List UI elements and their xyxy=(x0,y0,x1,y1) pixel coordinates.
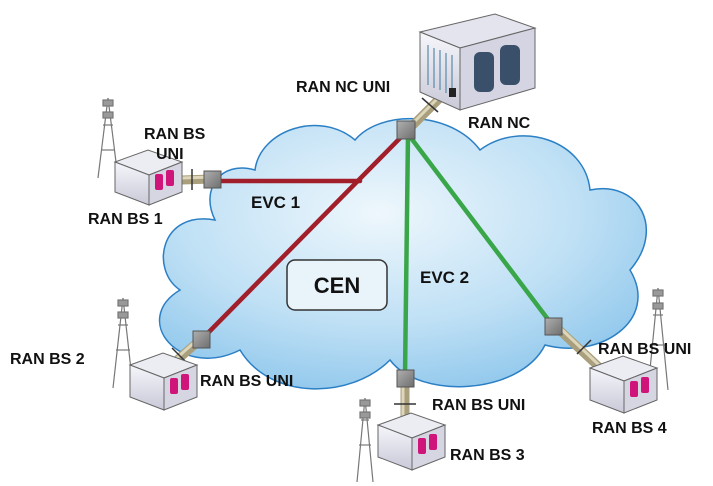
base-station-icon xyxy=(376,412,447,471)
base-station-icon xyxy=(113,149,184,206)
base-station-icon xyxy=(588,355,659,414)
evc1-lines xyxy=(200,127,411,341)
uni-port-icon xyxy=(396,369,415,388)
base-station-icon xyxy=(128,352,199,411)
bs1-uni-label-line1: RAN BS xyxy=(144,126,206,143)
bs1-uni-label-line2: UNI xyxy=(156,146,184,163)
uni-port-icon xyxy=(203,170,222,189)
network-controller-icon xyxy=(418,13,537,111)
bs4-uni-label: RAN BS UNI xyxy=(598,341,691,358)
cell-tower-icon xyxy=(356,397,374,483)
evc2-lines xyxy=(402,131,556,379)
bs3-uni-label: RAN BS UNI xyxy=(432,397,525,414)
uni-ports xyxy=(192,120,563,388)
bs2-name-label: RAN BS 2 xyxy=(10,351,85,368)
bs2-uni-label: RAN BS UNI xyxy=(200,373,293,390)
nc-name-label: RAN NC xyxy=(468,115,531,132)
uni-port-icon xyxy=(192,330,211,349)
evc1-label: EVC 1 xyxy=(251,193,300,212)
cen-box xyxy=(286,259,388,311)
nc-uni-label: RAN NC UNI xyxy=(296,79,390,96)
bs3-name-label: RAN BS 3 xyxy=(450,447,525,464)
uni-port-icon xyxy=(544,317,563,336)
bs1-name-label: RAN BS 1 xyxy=(88,211,163,228)
uni-port-icon xyxy=(396,120,416,140)
uni-ticks xyxy=(171,97,592,405)
cen-label: CEN xyxy=(314,273,360,298)
evc2-label: EVC 2 xyxy=(420,268,469,287)
bs4-name-label: RAN BS 4 xyxy=(592,420,667,437)
